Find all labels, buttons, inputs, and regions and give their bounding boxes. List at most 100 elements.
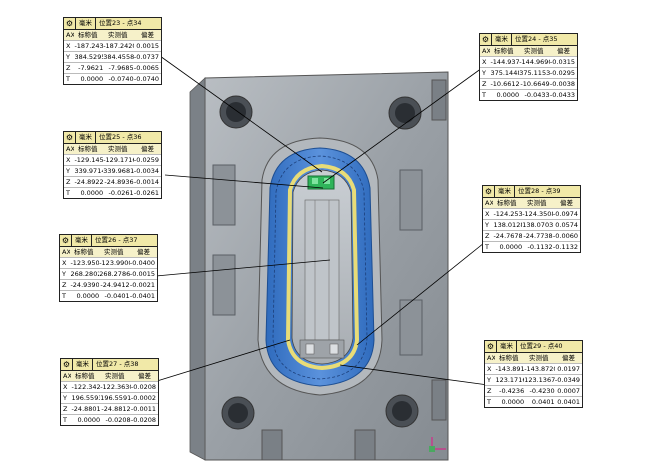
- gear-icon[interactable]: ⚙: [483, 186, 495, 197]
- nominal-cell: 0.0000: [71, 415, 100, 425]
- nominal-cell: 0.0000: [493, 242, 522, 252]
- position-label: 位置23 - 点34: [96, 18, 145, 29]
- axis-cell: X: [61, 382, 71, 392]
- deviation-cell: 偏差: [555, 353, 582, 363]
- axis-cell: Y: [64, 166, 74, 176]
- measured-cell: -24.9412: [99, 280, 129, 290]
- measurement-callout-27[interactable]: ⚙毫米位置27 - 点38 AX标称值实测值偏差 X-122.3422-122.…: [60, 358, 159, 426]
- nominal-cell: -0.4236: [495, 386, 524, 396]
- measured-cell: -0.1132: [522, 242, 552, 252]
- measured-cell: -0.4230: [524, 386, 554, 396]
- axis-cell: AX: [483, 198, 493, 208]
- table-row: T0.0000-0.0740-0.0740: [64, 74, 161, 84]
- measured-cell: -143.8720: [524, 364, 554, 374]
- callout-header: ⚙毫米位置27 - 点38: [61, 359, 158, 371]
- axis-cell: AX: [64, 144, 74, 154]
- table-row: Z-24.9390-24.9412-0.0021: [60, 280, 157, 291]
- deviation-cell: 标称值: [74, 30, 101, 40]
- deviation-cell: -0.0974: [553, 209, 580, 219]
- deviation-cell: -0.0349: [555, 375, 582, 385]
- measured-cell: 196.5591: [100, 393, 130, 403]
- unit-label: 毫米: [497, 341, 517, 352]
- table-row: X-123.9500-123.9900-0.0400: [60, 258, 157, 269]
- axis-cell: X: [64, 155, 74, 165]
- table-header: AX标称值实测值偏差: [480, 46, 577, 57]
- axis-cell: Z: [64, 63, 74, 73]
- axis-cell: T: [483, 242, 493, 252]
- position-label: 位置26 - 点37: [92, 235, 141, 246]
- deviation-cell: -0.0259: [134, 155, 161, 165]
- measured-cell: 0.0401: [524, 397, 554, 407]
- deviation-cell: -0.0261: [134, 188, 161, 198]
- gear-icon[interactable]: ⚙: [64, 132, 76, 143]
- nominal-cell: 268.2802: [70, 269, 99, 279]
- measurement-callout-23[interactable]: ⚙毫米位置23 - 点34 AX标称值实测值偏差 X-187.2434-187.…: [63, 17, 162, 85]
- measured-cell: -0.0401: [99, 291, 129, 301]
- table-row: Z-24.8922-24.8936-0.0014: [64, 177, 161, 188]
- table-row: T0.00000.04010.0401: [485, 397, 582, 407]
- measured-cell: -0.0208: [100, 415, 130, 425]
- axis-cell: X: [60, 258, 70, 268]
- measured-cell: -123.9900: [99, 258, 129, 268]
- nominal-cell: -187.2434: [74, 41, 103, 51]
- axis-cell: AX: [485, 353, 495, 363]
- measurement-callout-24[interactable]: ⚙毫米位置24 - 点35 AX标称值实测值偏差 X-144.9375-144.…: [479, 33, 578, 101]
- measurement-callout-25[interactable]: ⚙毫米位置25 - 点36 AX标称值实测值偏差 X-129.1458-129.…: [63, 131, 162, 199]
- callout-header: ⚙毫米位置24 - 点35: [480, 34, 577, 46]
- position-label: 位置25 - 点36: [96, 132, 145, 143]
- gear-icon[interactable]: ⚙: [485, 341, 497, 352]
- axis-cell: T: [480, 90, 490, 100]
- measurement-callout-28[interactable]: ⚙毫米位置28 - 点39 AX标称值实测值偏差 X-124.2534-124.…: [482, 185, 581, 253]
- deviation-cell: 0.0007: [555, 386, 582, 396]
- axis-cell: Y: [483, 220, 493, 230]
- unit-label: 毫米: [76, 18, 96, 29]
- gear-icon[interactable]: ⚙: [60, 235, 72, 246]
- position-label: 位置27 - 点38: [93, 359, 142, 370]
- callout-header: ⚙毫米位置26 - 点37: [60, 235, 157, 247]
- gear-icon[interactable]: ⚙: [61, 359, 73, 370]
- nominal-cell: -10.6612: [490, 79, 519, 89]
- axis-cell: Z: [480, 79, 490, 89]
- axis-cell: X: [480, 57, 490, 67]
- nominal-cell: 123.1716: [495, 375, 524, 385]
- nominal-cell: 375.1448: [490, 68, 519, 78]
- unit-label: 毫米: [73, 359, 93, 370]
- position-label: 位置29 - 点40: [517, 341, 566, 352]
- nominal-cell: 0.0000: [495, 397, 524, 407]
- deviation-cell: -0.0295: [550, 68, 577, 78]
- nominal-cell: 138.0128: [493, 220, 522, 230]
- measured-cell: 384.4558: [103, 52, 133, 62]
- axis-cell: Y: [64, 52, 74, 62]
- axis-cell: T: [60, 291, 70, 301]
- table-header: AX标称值实测值偏差: [61, 371, 158, 382]
- deviation-cell: -0.0060: [553, 231, 580, 241]
- deviation-cell: -0.0065: [134, 63, 161, 73]
- gear-icon[interactable]: ⚙: [480, 34, 492, 45]
- deviation-cell: 偏差: [134, 30, 161, 40]
- deviation-cell: 实测值: [522, 353, 554, 363]
- measurement-callout-29[interactable]: ⚙毫米位置29 - 点40 AX标称值实测值偏差 X-143.8917-143.…: [484, 340, 583, 408]
- table-row: Z-24.8801-24.8812-0.0011: [61, 404, 158, 415]
- gear-icon[interactable]: ⚙: [64, 18, 76, 29]
- callout-header: ⚙毫米位置25 - 点36: [64, 132, 161, 144]
- axis-cell: Z: [60, 280, 70, 290]
- callout-header: ⚙毫米位置28 - 点39: [483, 186, 580, 198]
- axis-cell: X: [64, 41, 74, 51]
- measured-cell: -24.8812: [100, 404, 130, 414]
- axis-cell: Z: [64, 177, 74, 187]
- deviation-cell: -0.0208: [131, 415, 158, 425]
- measurement-callout-26[interactable]: ⚙毫米位置26 - 点37 AX标称值实测值偏差 X-123.9500-123.…: [59, 234, 158, 302]
- table-header: AX标称值实测值偏差: [64, 144, 161, 155]
- table-row: X-187.2434-187.24200.0015: [64, 41, 161, 52]
- nominal-cell: -122.3422: [71, 382, 100, 392]
- measured-cell: -0.0740: [103, 74, 133, 84]
- deviation-cell: -0.0315: [550, 57, 577, 67]
- table-row: X-143.8917-143.87200.0197: [485, 364, 582, 375]
- nominal-cell: -24.7678: [493, 231, 522, 241]
- table-header: AX标称值实测值偏差: [64, 30, 161, 41]
- nominal-cell: 0.0000: [70, 291, 99, 301]
- deviation-cell: 标称值: [70, 247, 97, 257]
- table-header: AX标称值实测值偏差: [60, 247, 157, 258]
- table-row: Y339.9714339.9681-0.0034: [64, 166, 161, 177]
